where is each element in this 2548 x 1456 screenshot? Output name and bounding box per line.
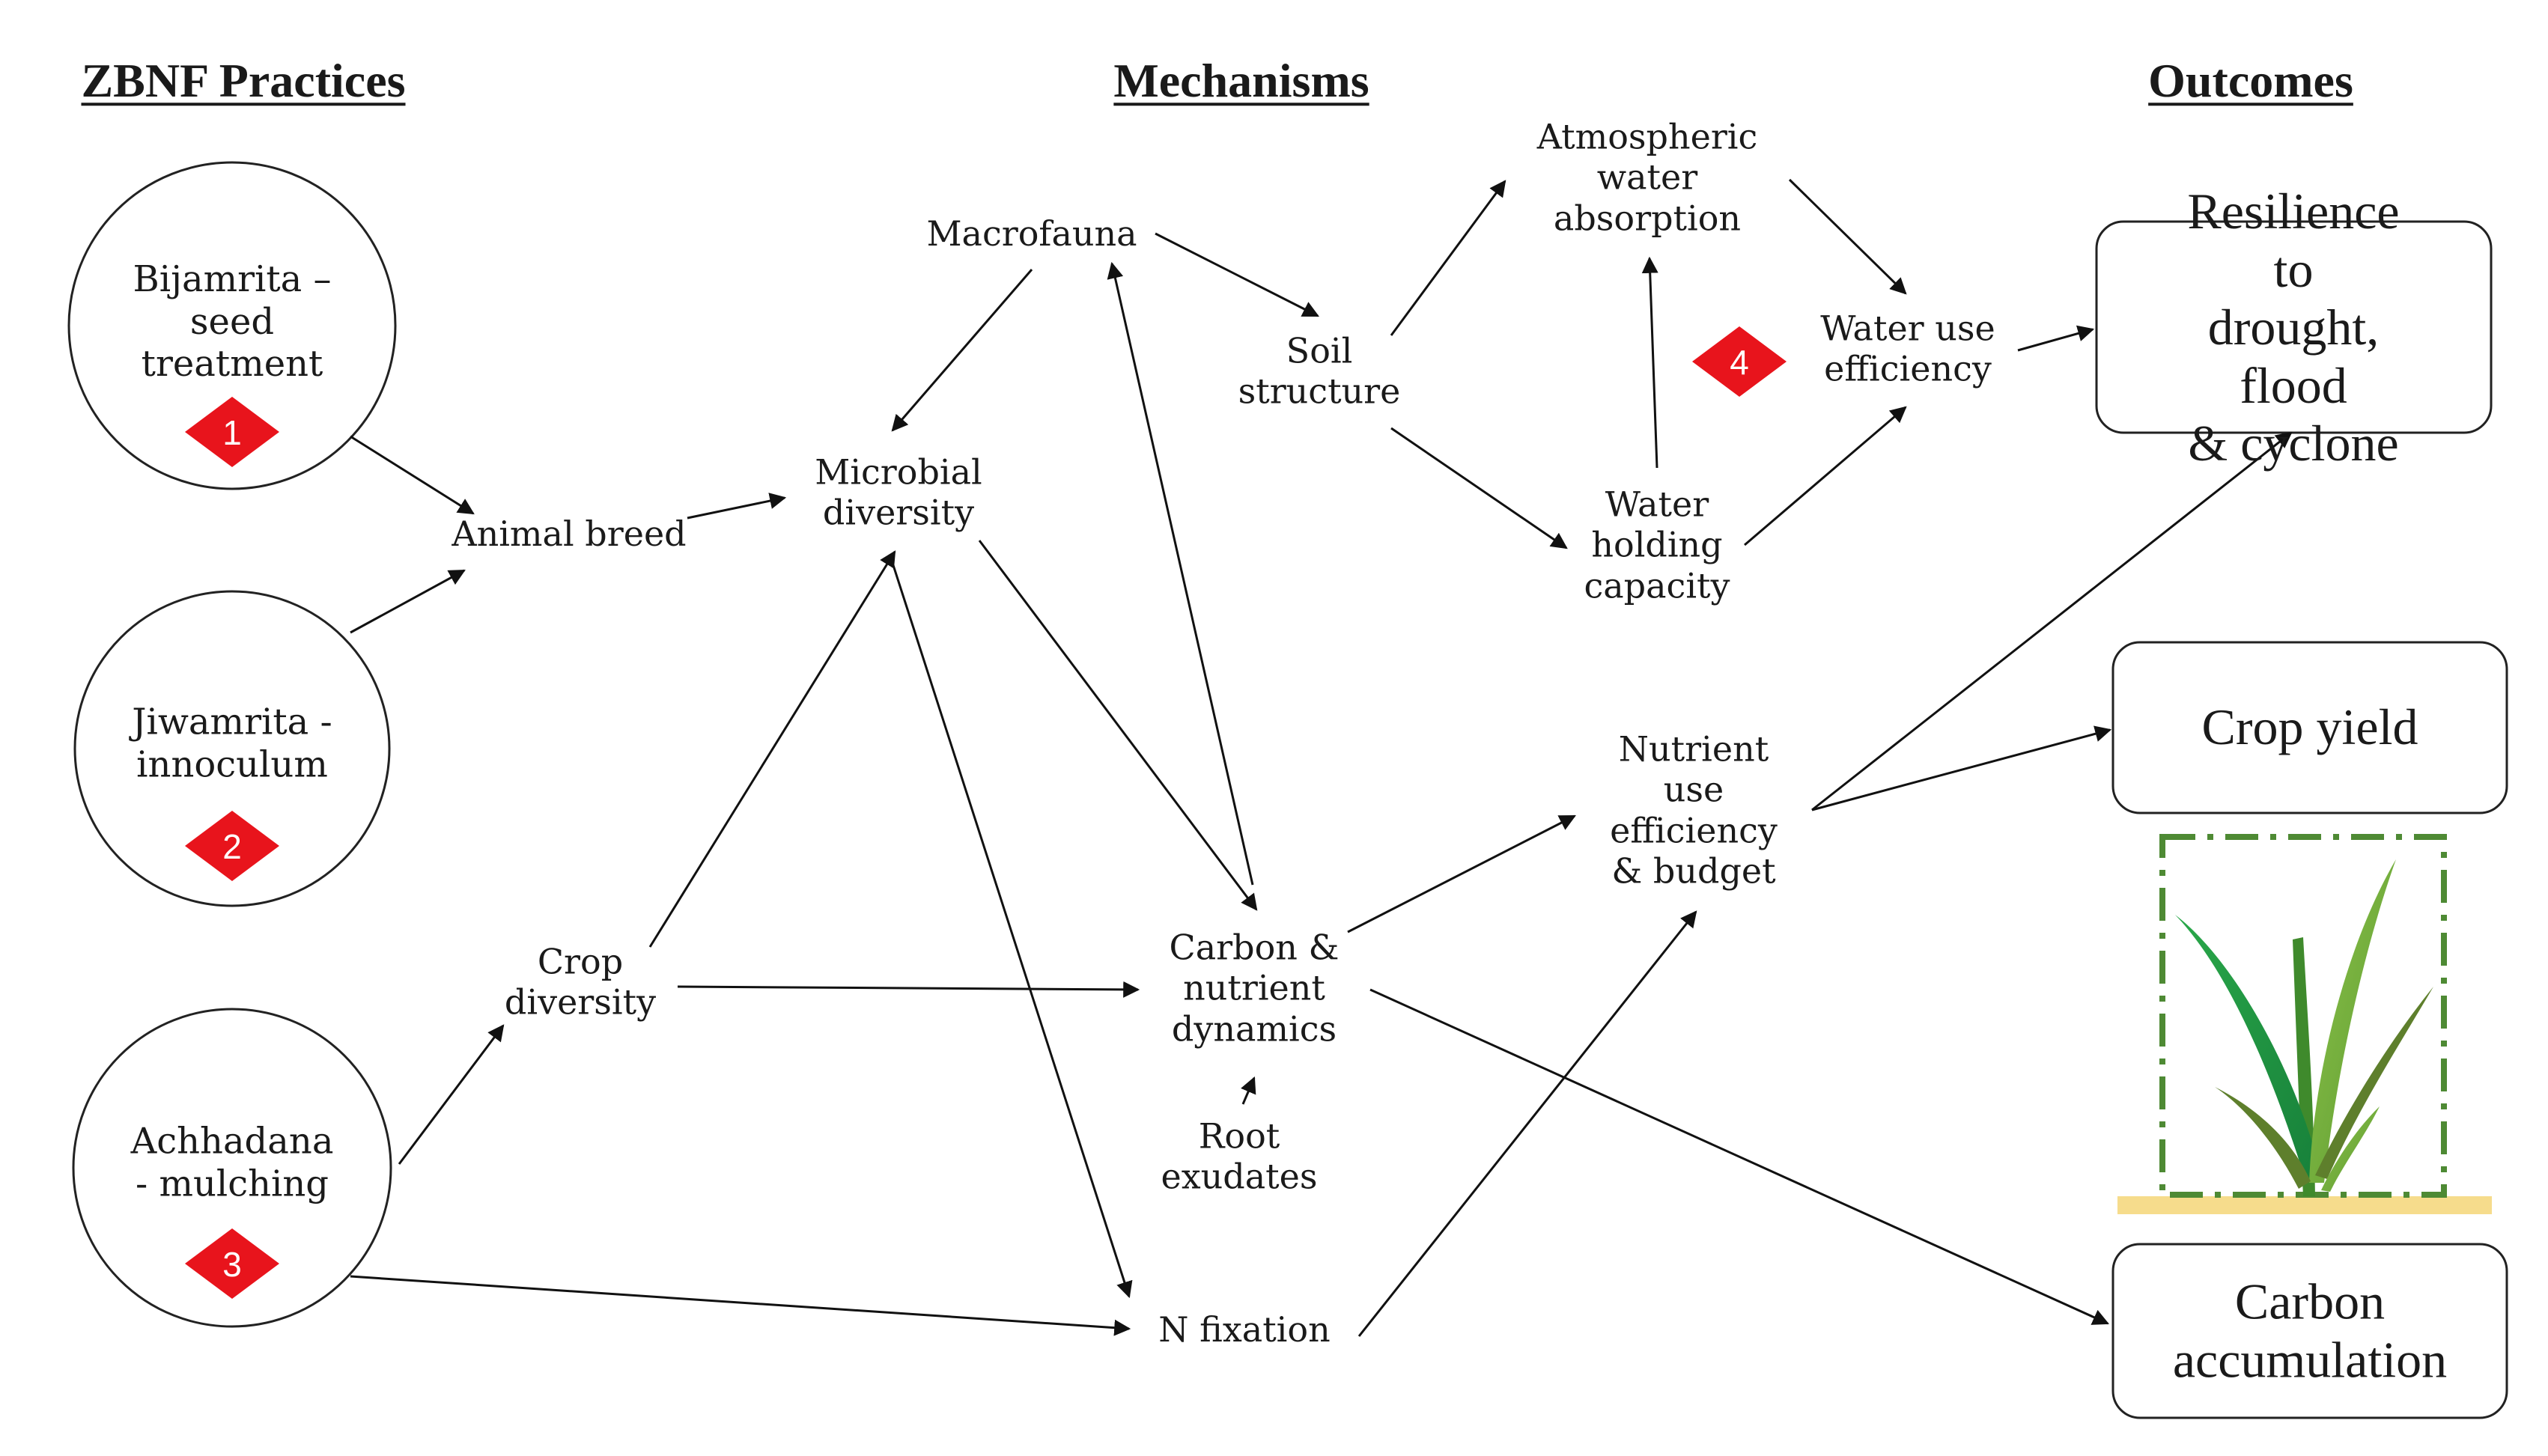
arrow-macrofauna-soil (1155, 232, 1319, 317)
node-root-exudates: Root exudates (1161, 1115, 1318, 1197)
node-water-holding-capacity: Water holding capacity (1584, 484, 1730, 606)
badge-3: 3 (222, 1245, 242, 1284)
badge-2-shape (185, 811, 279, 881)
crop-yield-box (2111, 641, 2508, 814)
outcome-crop-yield: Crop yield (2201, 698, 2418, 756)
badge-1: 1 (222, 413, 242, 452)
node-crop-diversity: Crop diversity (504, 941, 657, 1023)
arrows (350, 178, 2293, 1337)
arrow-carbon-nutrient (1347, 814, 1576, 933)
badge-4: 4 (1730, 343, 1749, 382)
arrow-soil-atmospheric (1390, 180, 1506, 336)
badge-1-shape (185, 397, 279, 467)
header-practices: ZBNF Practices (81, 54, 406, 108)
practice-achhadana: Achhadana - mulching (130, 1120, 334, 1204)
carbon-accumulation-box (2111, 1243, 2508, 1419)
plant-icon (2117, 834, 2492, 1214)
arrow-nfixation-nutrient (1357, 910, 1697, 1337)
node-carbon-nutrient-dynamics: Carbon & nutrient dynamics (1169, 927, 1340, 1050)
header-outcomes: Outcomes (2148, 54, 2353, 108)
outcome-resilience: Resilience to drought, flood & cyclone (2187, 183, 2400, 472)
arrow-nutrient-resilience (1811, 431, 2293, 811)
badge-2: 2 (222, 827, 242, 866)
header-mechanisms: Mechanisms (1113, 54, 1369, 108)
arrow-wue-resilience (2017, 325, 2095, 352)
arrow-nutrient-cropyield (1811, 725, 2112, 811)
node-water-use-efficiency: Water use efficiency (1820, 308, 1995, 389)
arrow-waterholding-wue (1744, 406, 1907, 546)
arrow-achhadana-nfixation (350, 1275, 1131, 1336)
arrow-carbon-carbonacc (1369, 988, 2110, 1325)
arrow-atmospheric-wue (1788, 178, 1907, 295)
node-animal-breed: Animal breed (451, 513, 687, 554)
practice-jiwamrita: Jiwamrita - innoculum (132, 701, 332, 785)
arrow-microbial-carbon (978, 540, 1258, 911)
badge-3-shape (185, 1228, 279, 1299)
arrow-waterholding-atmospheric (1641, 256, 1658, 469)
jiwamrita-circle (73, 590, 391, 907)
practice-bijamrita: Bijamrita – seed treatment (133, 258, 332, 386)
node-macrofauna: Macrofauna (926, 213, 1137, 254)
arrow-macrofauna-microbial (891, 269, 1033, 432)
arrow-root-carbon (1241, 1076, 1256, 1105)
arrow-soil-water-holding (1390, 427, 1568, 549)
arrow-crop-carbon (677, 981, 1140, 998)
arrow-crop-microbial (648, 550, 896, 948)
soil-strip (2117, 1196, 2492, 1214)
node-n-fixation: N fixation (1158, 1309, 1331, 1350)
node-microbial-diversity: Microbial diversity (815, 451, 982, 533)
resilience-box (2095, 220, 2493, 434)
arrow-carbon-macrofauna (1107, 261, 1254, 886)
outcome-carbon-accumulation: Carbon accumulation (2172, 1273, 2448, 1388)
arrow-microbial-nfixation (891, 562, 1133, 1299)
node-nutrient-use-efficiency: Nutrient use efficiency & budget (1610, 728, 1778, 892)
arrow-achhadana-crop (398, 1024, 505, 1165)
arrow-bijamrita-animal-breed (350, 435, 475, 515)
achhadana-circle (72, 1008, 392, 1328)
node-soil-structure: Soil structure (1238, 330, 1401, 412)
bijamrita-circle (67, 161, 397, 490)
arrow-animal-breed-microbial (687, 493, 787, 520)
badge-4-shape (1692, 326, 1787, 397)
arrow-jiwamrita-animal-breed (350, 569, 466, 634)
node-atmospheric-water-absorption: Atmospheric water absorption (1536, 116, 1758, 239)
